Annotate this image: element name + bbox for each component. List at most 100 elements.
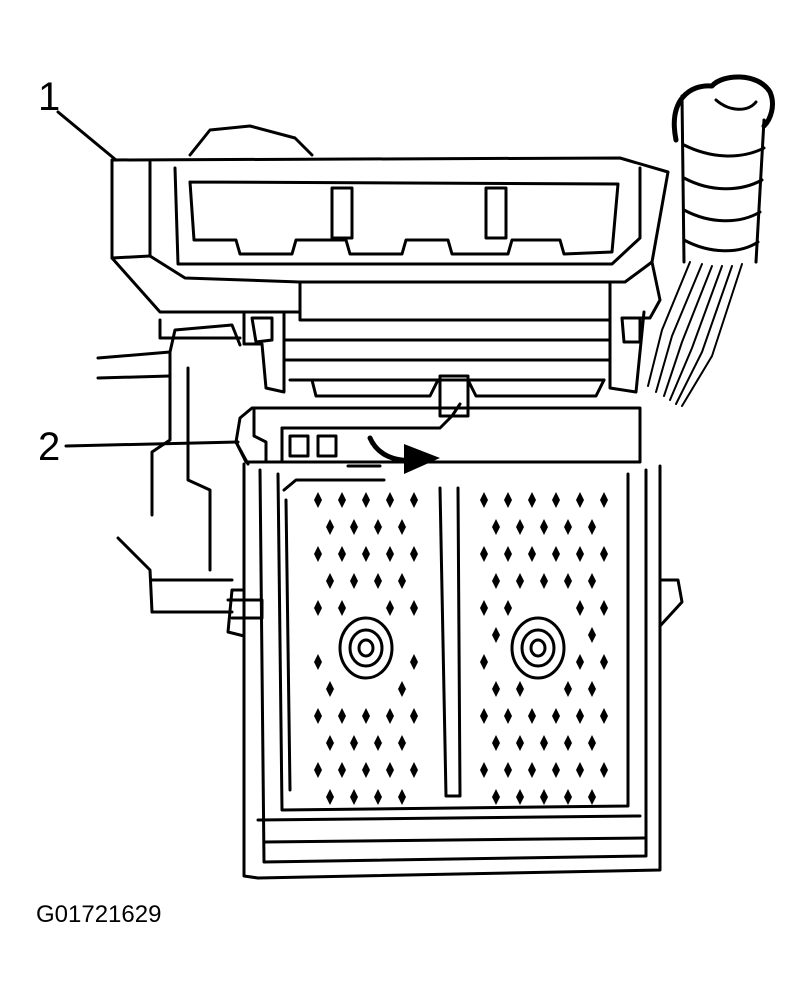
pattern-dot <box>576 654 584 670</box>
pattern-dot <box>540 735 548 751</box>
pattern-dot <box>588 627 596 643</box>
pattern-dot <box>504 708 512 724</box>
pattern-dot <box>398 573 406 589</box>
pattern-dot <box>410 762 418 778</box>
pattern-dot <box>410 546 418 562</box>
pattern-dot <box>480 600 488 616</box>
pattern-dot <box>480 654 488 670</box>
pattern-dot <box>386 492 394 508</box>
pattern-dot <box>386 762 394 778</box>
mounting-bracket <box>96 318 264 620</box>
pattern-dot <box>314 600 322 616</box>
pattern-dot <box>492 519 500 535</box>
pattern-dot <box>528 492 536 508</box>
pattern-dot <box>564 735 572 751</box>
pattern-dot <box>600 762 608 778</box>
pattern-dot <box>338 546 346 562</box>
pattern-dot <box>576 708 584 724</box>
pattern-dot <box>576 600 584 616</box>
pattern-dot <box>552 492 560 508</box>
pattern-dot <box>516 735 524 751</box>
pattern-dot <box>600 708 608 724</box>
tray-pattern-left <box>314 492 418 805</box>
pattern-dot <box>552 546 560 562</box>
pattern-dot <box>552 708 560 724</box>
pattern-dot <box>480 762 488 778</box>
pattern-dot <box>540 573 548 589</box>
pattern-dot <box>492 627 500 643</box>
pattern-dot <box>600 546 608 562</box>
pattern-dot <box>492 573 500 589</box>
pattern-dot <box>362 762 370 778</box>
pattern-dot <box>326 519 334 535</box>
module-upper <box>242 310 646 418</box>
pattern-dot <box>528 546 536 562</box>
pattern-dot <box>492 681 500 697</box>
pattern-dot <box>350 573 358 589</box>
pattern-dot <box>588 681 596 697</box>
figure-id: G01721629 <box>36 901 161 928</box>
pattern-dot <box>338 708 346 724</box>
callout-label-1: 1 <box>38 75 60 119</box>
pattern-dot <box>564 681 572 697</box>
pattern-dot <box>492 789 500 805</box>
pattern-dot <box>398 519 406 535</box>
pattern-dot <box>314 654 322 670</box>
pattern-dot <box>528 708 536 724</box>
pattern-dot <box>588 519 596 535</box>
pattern-dot <box>314 708 322 724</box>
leader-line-1 <box>56 110 118 162</box>
pattern-dot <box>600 492 608 508</box>
pattern-dot <box>576 546 584 562</box>
pattern-dot <box>398 789 406 805</box>
pattern-dot <box>564 573 572 589</box>
pattern-dot <box>480 492 488 508</box>
pattern-dot <box>516 573 524 589</box>
pattern-dot <box>516 519 524 535</box>
pattern-dot <box>374 573 382 589</box>
pattern-dot <box>386 708 394 724</box>
connector-housing-1 <box>110 124 670 322</box>
pattern-dot <box>362 708 370 724</box>
pattern-dot <box>374 519 382 535</box>
pattern-dot <box>576 492 584 508</box>
pattern-dot <box>410 492 418 508</box>
pattern-dot <box>600 654 608 670</box>
pattern-dot <box>480 546 488 562</box>
pattern-dot <box>588 735 596 751</box>
pattern-dot <box>540 789 548 805</box>
pattern-dot <box>362 492 370 508</box>
module-tray <box>226 462 684 880</box>
pattern-dot <box>410 600 418 616</box>
pattern-dot <box>338 600 346 616</box>
pattern-dot <box>386 600 394 616</box>
pattern-dot <box>552 762 560 778</box>
pattern-dot <box>564 519 572 535</box>
pattern-dot <box>326 681 334 697</box>
pattern-dot <box>326 735 334 751</box>
pattern-dot <box>338 492 346 508</box>
pattern-dot <box>350 735 358 751</box>
pattern-dot <box>564 789 572 805</box>
pattern-dot <box>504 546 512 562</box>
pattern-dot <box>504 762 512 778</box>
callout-label-2: 2 <box>38 425 60 469</box>
pattern-dot <box>588 573 596 589</box>
pattern-dot <box>314 762 322 778</box>
pattern-dot <box>374 735 382 751</box>
pattern-dot <box>326 573 334 589</box>
mounting-boss-left <box>338 616 394 680</box>
pattern-dot <box>540 519 548 535</box>
lock-tab-2 <box>234 402 642 474</box>
pattern-dot <box>398 681 406 697</box>
pattern-dot <box>516 681 524 697</box>
pattern-dot <box>338 762 346 778</box>
pattern-dot <box>350 789 358 805</box>
pattern-dot <box>326 789 334 805</box>
leader-line-2 <box>64 440 240 448</box>
pattern-dot <box>386 546 394 562</box>
pattern-dot <box>398 735 406 751</box>
pattern-dot <box>480 708 488 724</box>
pattern-dot <box>350 519 358 535</box>
